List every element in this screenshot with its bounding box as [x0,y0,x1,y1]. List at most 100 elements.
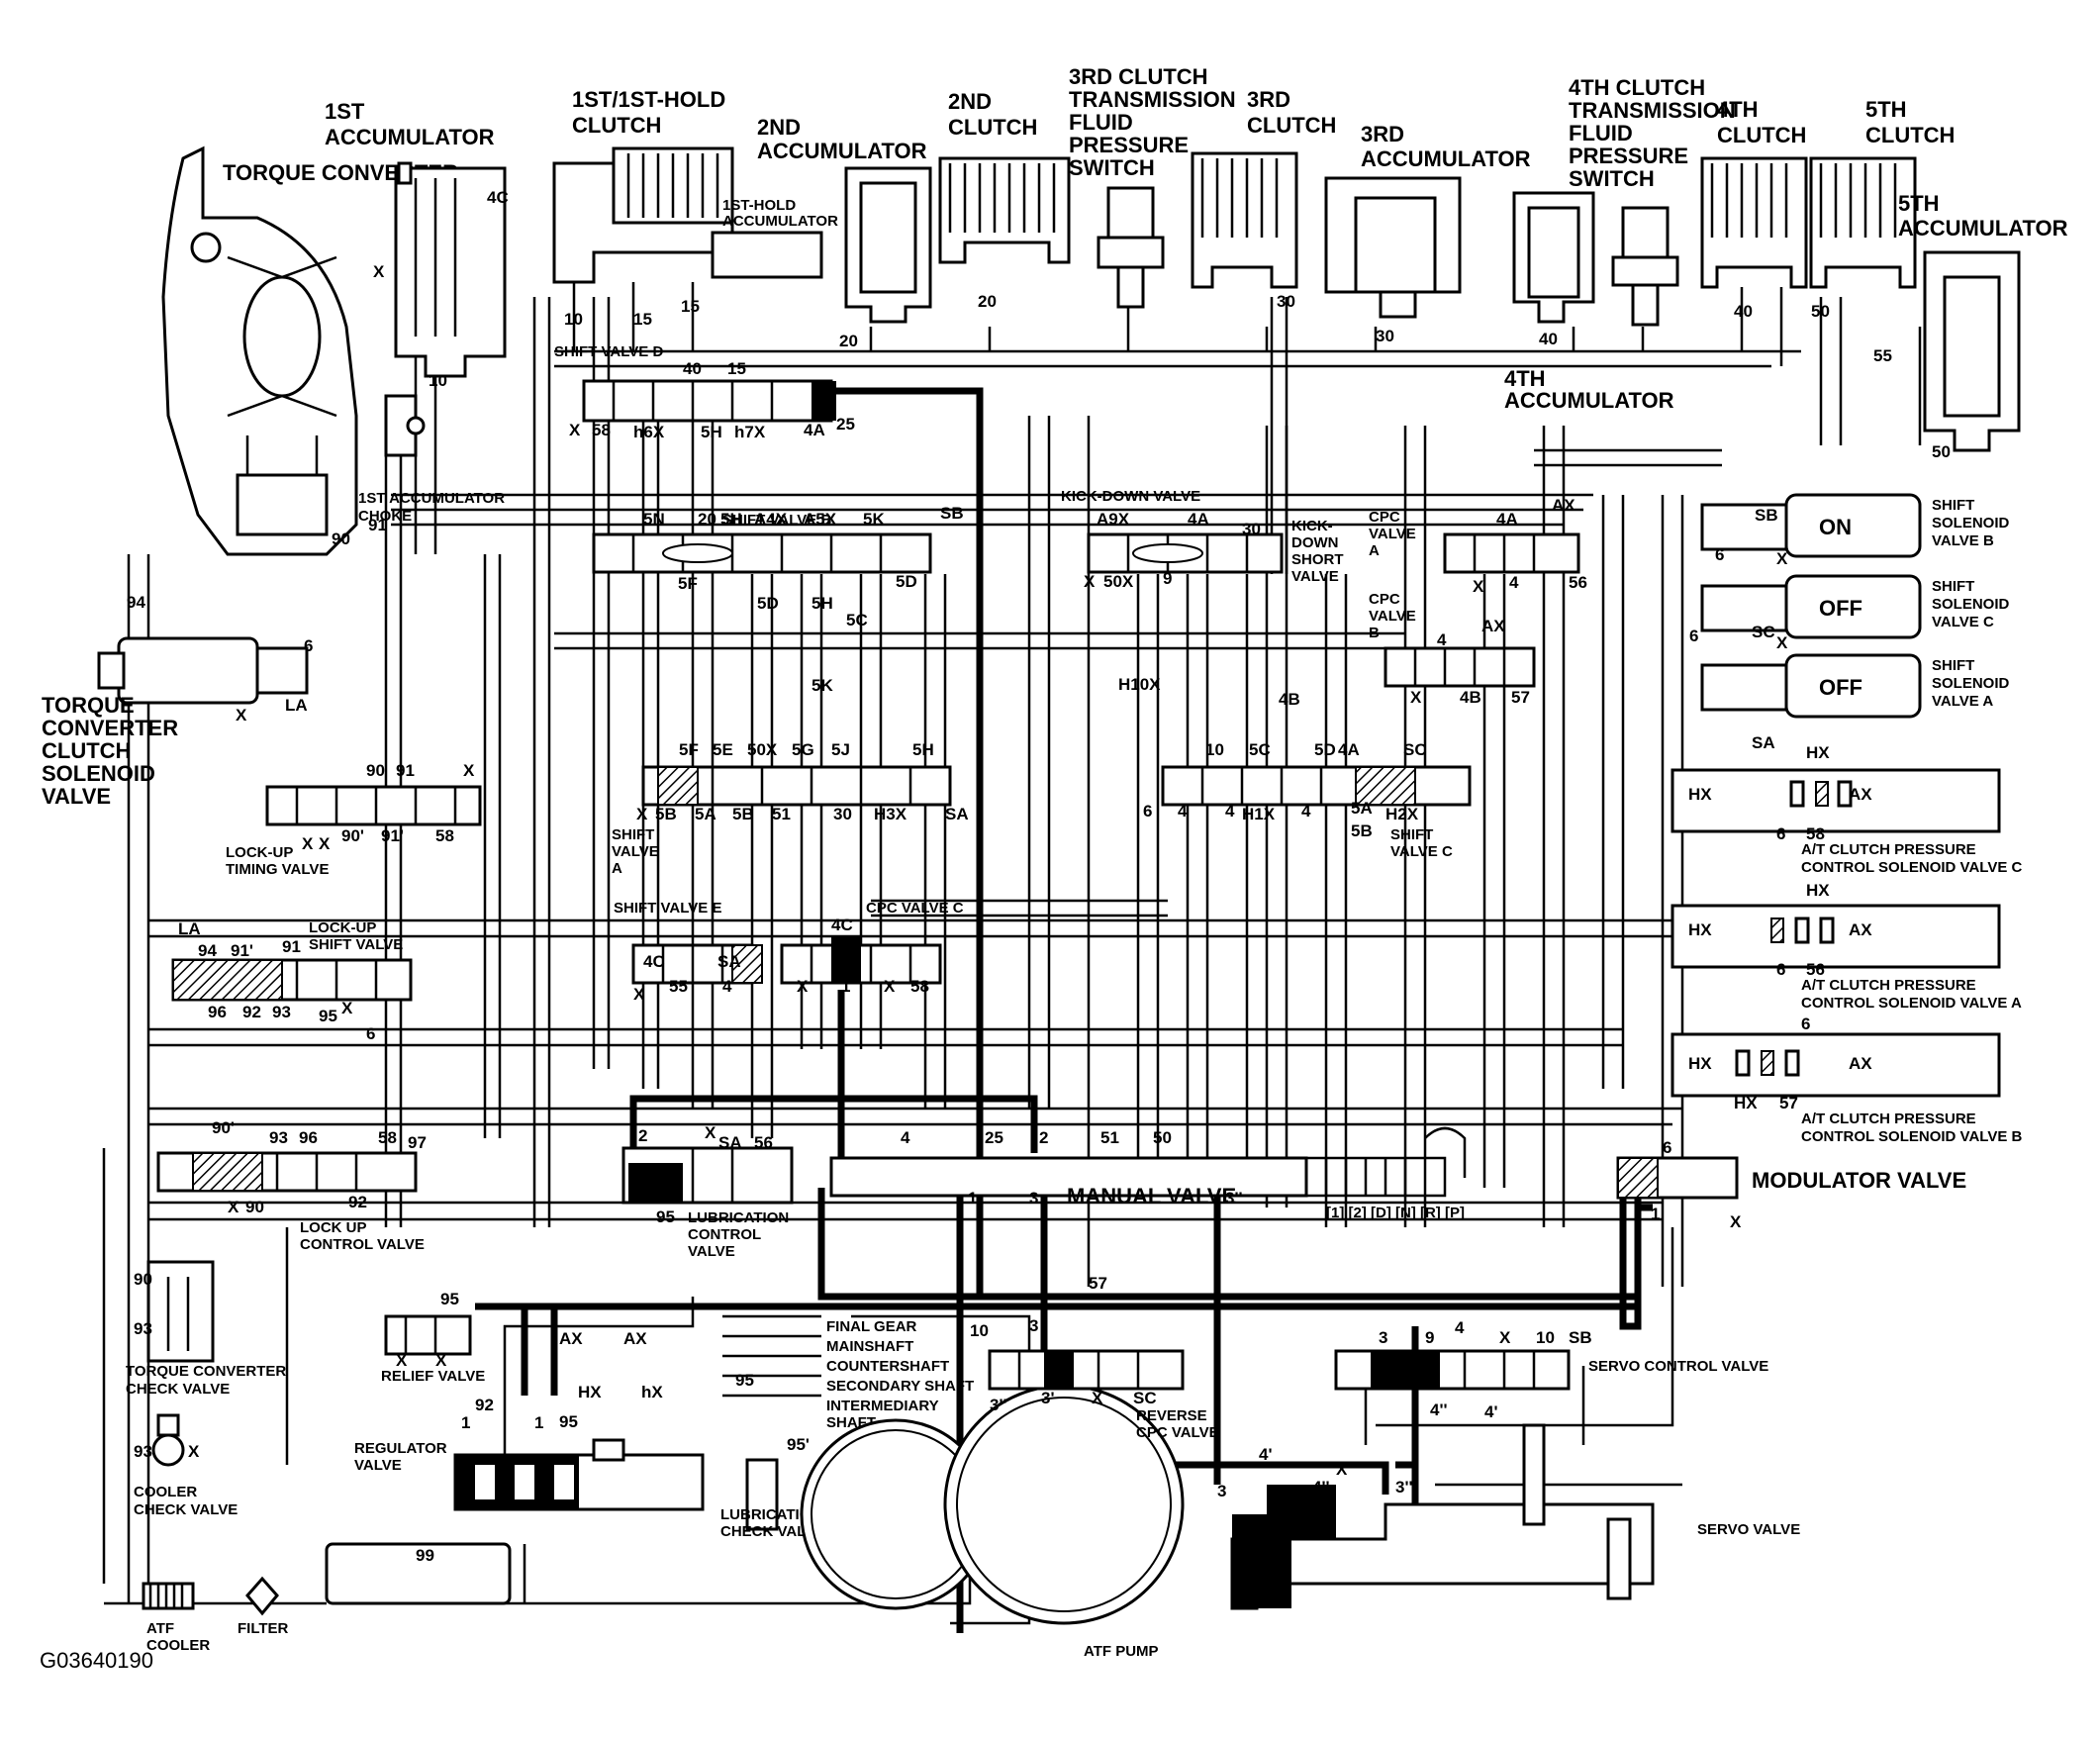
fourth-accumulator-label: 4TH [1504,366,1546,391]
port-9: 9 [1425,1328,1434,1347]
port-6: 6 [1143,802,1152,821]
port-90p: 90' [212,1118,235,1137]
port-56: 56 [1569,573,1587,592]
svg-text:CLUTCH: CLUTCH [1717,123,1806,147]
port-5a: 5A [1351,799,1373,818]
lockup-control-valve-label: LOCK UP [300,1219,367,1236]
port-ax: AX [559,1329,583,1348]
servo-control-valve [1334,1349,1571,1391]
port-x: X [1776,633,1788,652]
port-5d: 5D [757,594,779,613]
port-97: 97 [408,1133,427,1152]
port-92: 92 [242,1003,261,1021]
port-93: 93 [134,1442,152,1461]
port-4p: 4' [1484,1402,1498,1421]
port-5g: 5G [792,740,814,759]
cpc-valve-a [1443,532,1580,574]
port-x: X [228,1198,239,1216]
fifth-clutch-label: 5TH [1865,97,1907,122]
lube-mainshaft: MAINSHAFT [826,1338,913,1355]
lube-secondary-shaft: SECONDARY SHAFT [826,1378,974,1395]
second-clutch [938,156,1071,264]
port-x: X [1336,1460,1348,1479]
port-5b: 5B [655,805,677,823]
port-93: 93 [134,1319,152,1338]
svg-text:CONTROL: CONTROL [688,1226,761,1243]
shift-solenoid-a-label: SHIFT [1932,657,1974,674]
atf-sump [325,1542,512,1605]
port-4a: 4A [1338,740,1360,759]
shift-solenoid-a [1700,653,1922,719]
svg-text:PRESSURE: PRESSURE [1569,144,1688,168]
svg-text:SHORT: SHORT [1291,551,1344,568]
port-92: 92 [348,1193,367,1211]
port-99: 99 [416,1546,434,1565]
port-3pp: 3'' [1395,1478,1413,1497]
port-5d: 5D [896,572,917,591]
shift-valve-b [592,532,932,574]
cpc-valve-c-label: CPC VALVE C [866,900,964,917]
svg-text:CONTROL SOLENOID VALVE C: CONTROL SOLENOID VALVE C [1801,859,2023,876]
port-4: 4 [1509,573,1519,592]
fifth-accumulator [1923,250,2021,452]
svg-text:ACCUMULATOR: ACCUMULATOR [1504,388,1674,413]
port-sc: SC [1133,1389,1157,1407]
port-4: 4 [1225,802,1235,821]
figure-id: G03640190 [40,1648,153,1673]
port-hx: HX [1688,1054,1712,1073]
manual-valve-positions: [1] [2] [D] [N] [R] [P] [1326,1205,1465,1221]
first-accumulator-choke [384,394,426,457]
filter-label: FILTER [238,1620,289,1637]
svg-text:VALVE: VALVE [1369,526,1416,542]
tc-check-valve [146,1260,215,1363]
svg-text:CLUTCH: CLUTCH [1247,113,1336,138]
choke-label: 1ST ACCUMULATOR [358,490,505,507]
port-x: X [797,977,809,996]
servo-valve-label: SERVO VALVE [1697,1521,1800,1538]
port-sc: SC [1403,740,1427,759]
shift-valve-a [641,765,952,807]
manual-valve-label: MANUAL VALVE [1067,1184,1236,1208]
port-sb: SB [1569,1328,1592,1347]
port-1: 1 [461,1413,470,1432]
first-hold-clutch [552,146,823,284]
port-ax: AX [1481,617,1505,635]
svg-text:VALVE A: VALVE A [1932,693,1993,710]
port-90: 90 [332,530,350,548]
port-6: 6 [1663,1138,1671,1157]
shift-solenoid-b-label: SHIFT [1932,497,1974,514]
third-accumulator [1324,176,1462,319]
port-15: 15 [681,297,700,316]
port-h3x: H3X [874,805,907,823]
port-3: 3 [1379,1328,1387,1347]
port-ax: AX [623,1329,647,1348]
port-4: 4 [901,1128,910,1147]
svg-text:A: A [1369,542,1380,559]
port-4pp: 4'' [1430,1401,1448,1419]
port-5a: 5A [695,805,716,823]
port-h6x: h6X [633,423,665,441]
fifth-clutch [1809,156,1917,289]
port-x: X [636,805,648,823]
port-96: 96 [299,1128,318,1147]
port-6: 6 [304,636,313,655]
lube-final-gear: FINAL GEAR [826,1318,917,1335]
port-3: 3 [1029,1189,1038,1208]
port-6: 6 [1801,1014,1810,1033]
second-accumulator-label: 2ND [757,115,801,140]
at-pc-solenoid-a [1670,904,2001,969]
svg-text:VALVE C: VALVE C [1932,614,1994,630]
cooler-check-valve-label: COOLER [134,1484,197,1500]
port-30: 30 [1376,327,1394,345]
lubrication-check-valve [745,1458,779,1531]
lube-countershaft: COUNTERSHAFT [826,1358,949,1375]
svg-text:FLUID: FLUID [1069,110,1133,135]
port-4: 4 [1301,802,1311,821]
shift-valve-c-label: SHIFT [1390,826,1433,843]
port-hx: HX [1806,743,1830,762]
port-10: 10 [429,371,447,390]
svg-text:A: A [612,860,622,877]
lockup-shift-valve-label: LOCK-UP [309,919,376,936]
port-5h: 5H [720,510,742,529]
port-x: X [1084,572,1096,591]
